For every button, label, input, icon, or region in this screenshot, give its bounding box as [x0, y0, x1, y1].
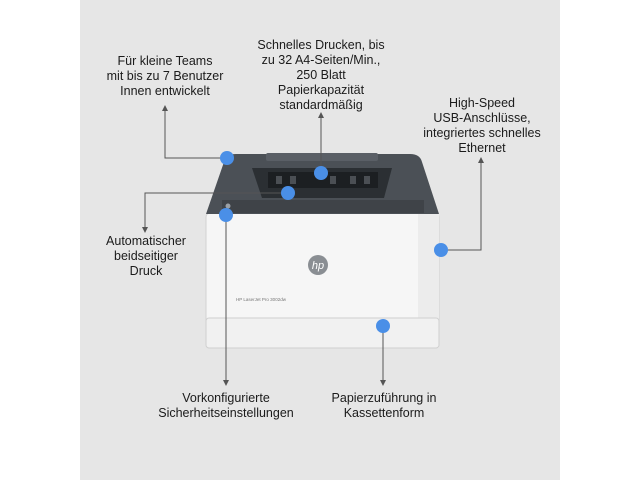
- top-paper-slot: [266, 153, 378, 161]
- dot-tray: [376, 319, 390, 333]
- callout-speed: Schnelles Drucken, bis zu 32 A4-Seiten/M…: [257, 38, 385, 112]
- connector-usb: [442, 160, 482, 251]
- dot-security: [219, 208, 233, 222]
- hp-logo-text: hp: [312, 260, 324, 272]
- connector-duplex: [144, 192, 287, 230]
- connector-teams: [164, 108, 226, 159]
- dot-teams: [220, 151, 234, 165]
- model-label: HP LaserJet Pro 3002dw: [236, 297, 287, 302]
- hp-logo: [308, 255, 328, 275]
- power-button: [225, 203, 231, 209]
- callout-teams: Für kleine Teams mit bis zu 7 Benutzer I…: [106, 54, 224, 98]
- callout-usb: High-Speed USB-Anschlüsse, integriertes …: [423, 96, 541, 155]
- callout-tray: Papierzuführung in Kassettenform: [331, 391, 437, 420]
- dot-speed: [314, 166, 328, 180]
- paper-cassette: [205, 317, 440, 349]
- dot-usb: [434, 243, 448, 257]
- callout-duplex: Automatischer beidseitiger Druck: [106, 234, 186, 278]
- printer-right-shade: [418, 213, 439, 348]
- control-strip: [222, 200, 424, 213]
- dot-duplex: [281, 186, 295, 200]
- callout-security: Vorkonfigurierte Sicherheitseinstellunge…: [158, 391, 294, 420]
